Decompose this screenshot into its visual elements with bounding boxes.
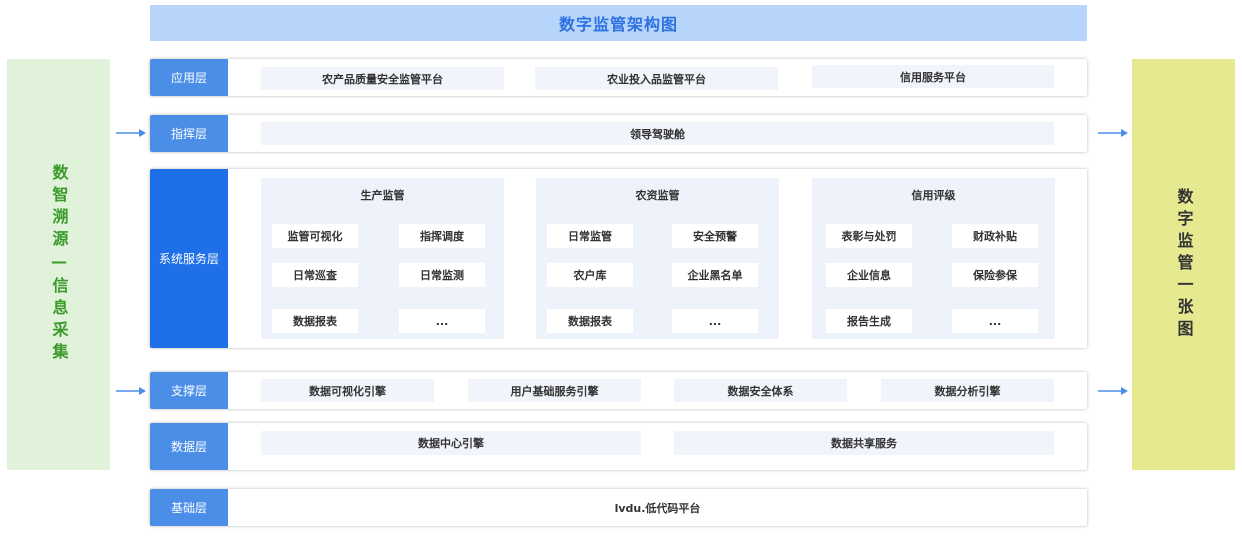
service-item: 数据报表 [547,309,633,333]
service-item: ... [399,309,485,333]
application-layer: 应用层 农产品质量安全监管平台 农业投入品监管平台 信用服务平台 [150,59,1087,96]
service-item: 安全预警 [672,224,758,248]
service-item: 监管可视化 [272,224,358,248]
service-item: 财政补贴 [952,224,1038,248]
support-item: 用户基础服务引擎 [468,379,641,402]
application-item: 信用服务平台 [812,65,1054,88]
service-item: 表彰与处罚 [826,224,912,248]
group-title: 信用评级 [911,189,956,202]
layer-label: 系统服务层 [150,169,228,348]
base-item: lvdu.低代码平台 [261,496,1054,519]
service-group: 信用评级 表彰与处罚 财政补贴 企业信息 保险参保 报告生成 ... [812,178,1055,339]
service-item: ... [952,309,1038,333]
arrow-right-icon [1098,128,1128,138]
layer-label: 数据层 [150,423,228,470]
layer-label: 基础层 [150,489,228,526]
application-item: 农业投入品监管平台 [535,67,778,90]
arrow-right-icon [116,128,146,138]
service-item: 企业信息 [826,263,912,287]
support-item: 数据分析引擎 [881,379,1054,402]
right-panel-text: 数字监管一张图 [1174,187,1194,342]
group-title: 生产监管 [360,189,405,202]
service-item: 报告生成 [826,309,912,333]
service-group: 农资监管 日常监管 安全预警 农户库 企业黑名单 数据报表 ... [536,178,779,339]
service-item: 指挥调度 [399,224,485,248]
command-item: 领导驾驶舱 [261,122,1054,145]
service-item: 日常监测 [399,263,485,287]
service-item: 农户库 [547,263,633,287]
system-service-layer: 系统服务层 生产监管 监管可视化 指挥调度 日常巡查 日常监测 数据报表 ...… [150,169,1087,348]
support-item: 数据安全体系 [674,379,847,402]
data-item: 数据共享服务 [674,431,1054,455]
left-info-collection-panel: 数智溯源—信息采集 [7,59,110,470]
service-item: 数据报表 [272,309,358,333]
application-item: 农产品质量安全监管平台 [261,67,504,90]
base-layer: 基础层 lvdu.低代码平台 [150,489,1087,526]
service-item: 企业黑名单 [672,263,758,287]
command-layer: 指挥层 领导驾驶舱 [150,115,1087,152]
service-item: ... [672,309,758,333]
arrow-right-icon [116,386,146,396]
layer-label: 支撑层 [150,372,228,409]
left-panel-text: 数智溯源—信息采集 [49,164,69,365]
service-item: 日常监管 [547,224,633,248]
data-layer: 数据层 数据中心引擎 数据共享服务 [150,423,1087,470]
data-item: 数据中心引擎 [261,431,641,455]
service-item: 日常巡查 [272,263,358,287]
diagram-title: 数字监管架构图 [150,5,1087,41]
group-title: 农资监管 [635,189,680,202]
layer-label: 指挥层 [150,115,228,152]
support-item: 数据可视化引擎 [261,379,434,402]
layer-label: 应用层 [150,59,228,96]
right-digital-map-panel: 数字监管一张图 [1132,59,1235,470]
service-item: 保险参保 [952,263,1038,287]
support-layer: 支撑层 数据可视化引擎 用户基础服务引擎 数据安全体系 数据分析引擎 [150,372,1087,409]
service-group: 生产监管 监管可视化 指挥调度 日常巡查 日常监测 数据报表 ... [261,178,504,339]
arrow-right-icon [1098,386,1128,396]
